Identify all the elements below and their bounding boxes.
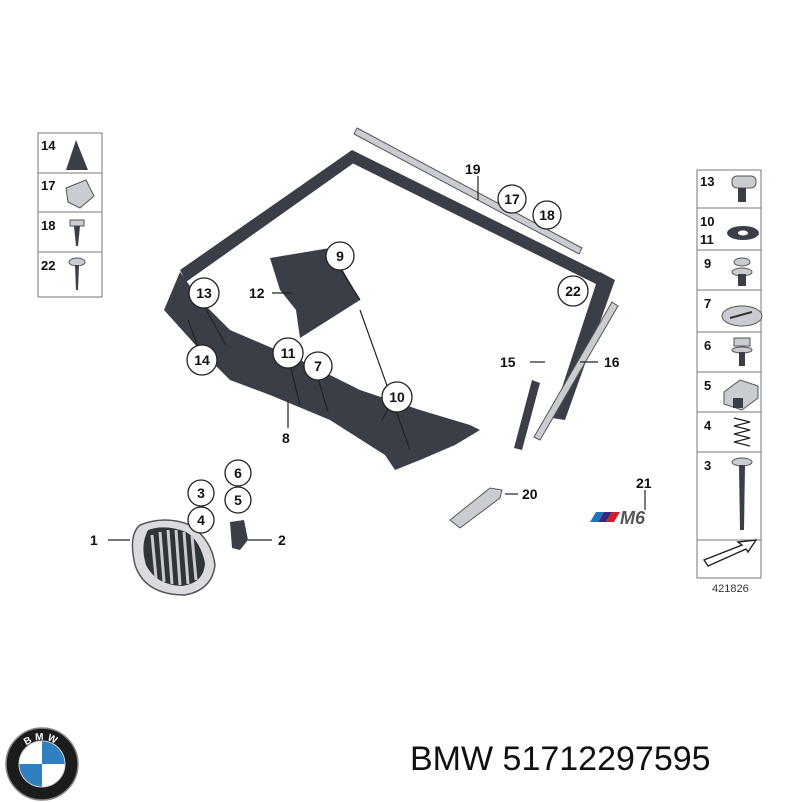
caption-brand: BMW — [410, 740, 494, 778]
screw-icon — [69, 219, 85, 246]
callout-14: 14 — [194, 352, 210, 368]
callout-9: 9 — [336, 248, 344, 264]
callout-5: 5 — [234, 492, 242, 508]
right-panel-label-4: 4 — [704, 418, 712, 433]
svg-text:BMW: BMW — [22, 732, 61, 748]
caption-part-number: 51712297595 — [502, 740, 711, 778]
grille-bracket — [230, 520, 248, 550]
callout-2: 2 — [278, 532, 286, 548]
cowl-cover-bracket — [270, 248, 360, 338]
left-panel-label-1: 14 — [41, 138, 56, 153]
part-caption: BMW 51712297595 — [410, 740, 711, 779]
callout-11: 11 — [281, 345, 296, 361]
nut-clip-icon — [65, 179, 95, 209]
callout-7: 7 — [314, 358, 322, 374]
callout-21: 21 — [636, 475, 652, 491]
leader-lines — [108, 176, 646, 541]
direction-arrow-icon — [702, 539, 758, 567]
right-panel-label-11: 11 — [700, 232, 714, 247]
callout-3: 3 — [197, 485, 205, 501]
right-panel-label-10: 10 — [700, 214, 714, 229]
callout-22: 22 — [565, 283, 581, 299]
callout-1: 1 — [90, 532, 98, 548]
cone-clip-icon — [66, 140, 88, 170]
side-gill — [449, 487, 503, 529]
bmw-logo-text: BMW — [22, 732, 58, 748]
m6-badge-text: M6 — [620, 508, 646, 528]
callout-12: 12 — [249, 285, 265, 301]
diagram-number: 421826 — [712, 583, 749, 595]
right-panel-label-9: 9 — [704, 256, 711, 271]
callout-16: 16 — [604, 354, 620, 370]
callout-18: 18 — [539, 207, 555, 223]
callout-13: 13 — [196, 285, 212, 301]
right-panel-label-6: 6 — [704, 338, 711, 353]
left-parts-panel: 14 17 18 22 — [37, 132, 103, 298]
callouts: 1 2 8 12 15 16 19 20 21 3 4 5 6 7 9 10 1… — [90, 161, 652, 548]
bracket-nut-icon — [723, 379, 759, 411]
right-panel-label-5: 5 — [704, 378, 711, 393]
m6-badge: M6 — [590, 508, 646, 528]
left-panel-label-3: 18 — [41, 218, 55, 233]
spring-icon — [733, 417, 751, 447]
left-panel-label-4: 22 — [41, 258, 55, 273]
right-panel-label-13: 13 — [700, 174, 714, 189]
washer-icon — [727, 226, 759, 240]
bmw-logo: BMW — [5, 727, 79, 801]
callout-4: 4 — [197, 512, 205, 528]
right-parts-panel: 13 10 11 9 7 6 5 4 3 — [696, 169, 763, 579]
callout-15: 15 — [500, 354, 516, 370]
callout-19: 19 — [465, 161, 481, 177]
callout-17: 17 — [504, 191, 520, 207]
callout-6: 6 — [234, 465, 242, 481]
expansion-clip-icon — [731, 175, 757, 202]
left-panel-label-2: 17 — [41, 178, 55, 193]
windshield-frame — [180, 127, 619, 450]
kidney-grille — [131, 519, 216, 596]
right-panel-label-7: 7 — [704, 296, 711, 311]
callout-8: 8 — [282, 430, 290, 446]
hex-screw-icon — [731, 337, 753, 366]
plug-icon — [721, 305, 763, 327]
callout-20: 20 — [522, 486, 538, 502]
push-rivet-icon — [731, 257, 753, 286]
right-panel-label-3: 3 — [704, 458, 711, 473]
long-bolt-icon — [731, 457, 753, 530]
bolt-icon — [68, 257, 86, 290]
callout-10: 10 — [389, 389, 405, 405]
